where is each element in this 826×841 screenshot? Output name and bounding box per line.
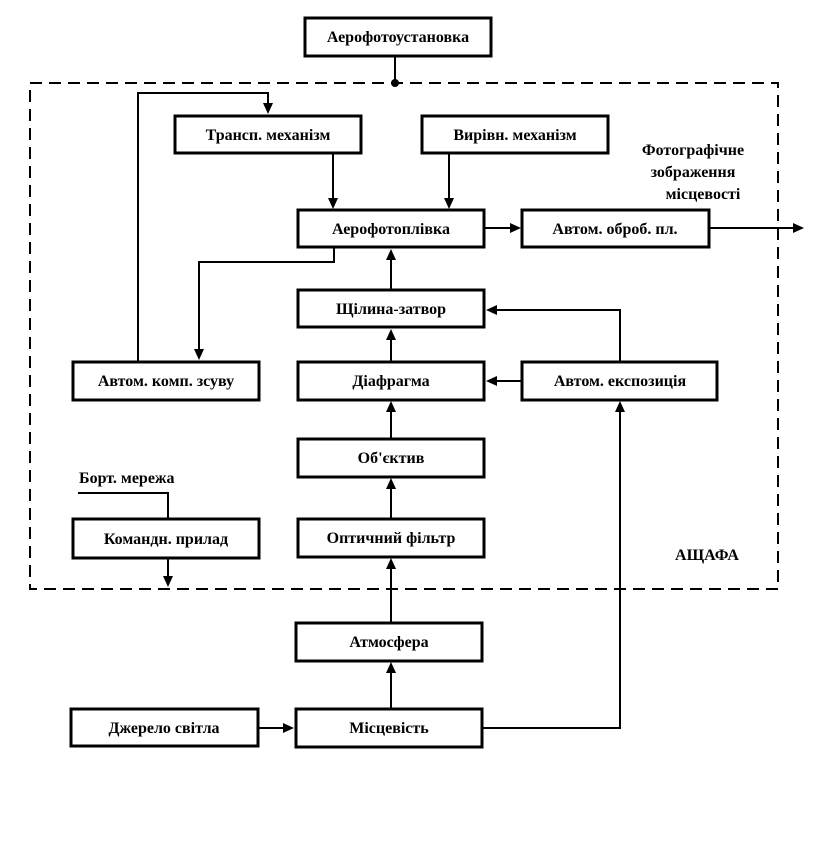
block-terrain: Місцевість bbox=[294, 707, 484, 749]
arrowhead bbox=[283, 723, 294, 733]
block-label: Аерофотоустановка bbox=[327, 29, 469, 46]
exposure-to-shutter-line bbox=[493, 309, 621, 362]
block-light-source: Джерело світла bbox=[69, 707, 260, 748]
arrowhead bbox=[486, 305, 497, 315]
block-label: Місцевість bbox=[349, 720, 429, 737]
arrowhead bbox=[386, 249, 396, 260]
arrowhead bbox=[163, 576, 173, 587]
arrowhead bbox=[386, 558, 396, 569]
block-label: Автом. оброб. пл. bbox=[552, 221, 677, 238]
output-label-line-3: місцевості bbox=[666, 186, 741, 203]
arrowhead bbox=[328, 198, 338, 209]
shift-comp-to-transport-line bbox=[137, 92, 269, 361]
junction-dot bbox=[391, 79, 399, 87]
terrain-to-exposure-line bbox=[482, 409, 621, 729]
block-auto-processing: Автом. оброб. пл. bbox=[520, 208, 711, 249]
block-label: Трансп. механізм bbox=[206, 127, 331, 144]
arrowhead bbox=[510, 223, 521, 233]
block-optical-filter: Оптичний фільтр bbox=[296, 517, 486, 559]
block-label: Оптичний фільтр bbox=[327, 530, 456, 547]
arrowhead bbox=[386, 401, 396, 412]
block-label: Автом. експозиція bbox=[554, 373, 687, 390]
arrowhead bbox=[615, 401, 625, 412]
block-label: Щілина-затвор bbox=[336, 301, 446, 318]
arrowhead bbox=[194, 349, 204, 360]
output-label-line-2: зображення bbox=[651, 164, 736, 181]
block-auto-exposure: Автом. експозиція bbox=[520, 360, 719, 402]
block-label: Діафрагма bbox=[352, 373, 429, 390]
arrowhead bbox=[793, 223, 804, 233]
block-command-device: Командн. прилад bbox=[71, 517, 261, 560]
block-transport-mechanism: Трансп. механізм bbox=[173, 114, 363, 155]
arrowheads bbox=[163, 103, 804, 733]
block-slit-shutter: Щілина-затвор bbox=[296, 288, 486, 329]
block-aerophoto-unit: Аерофотоустановка bbox=[303, 16, 493, 58]
arrowhead bbox=[386, 662, 396, 673]
block-shift-compensation: Автом. комп. зсуву bbox=[71, 360, 261, 402]
block-label: Автом. комп. зсуву bbox=[98, 373, 234, 390]
block-diaphragm: Діафрагма bbox=[296, 360, 486, 402]
block-lens: Об'єктив bbox=[296, 437, 486, 479]
block-label: Вирівн. механізм bbox=[453, 127, 576, 144]
film-to-shift-comp-line bbox=[198, 247, 335, 353]
arrowhead bbox=[386, 329, 396, 340]
block-label: Джерело світла bbox=[108, 720, 219, 737]
block-aerofilm: Аерофотоплівка bbox=[296, 208, 486, 249]
arrowhead bbox=[386, 478, 396, 489]
system-name-label: АЩАФА bbox=[675, 547, 739, 564]
block-label: Аерофотоплівка bbox=[332, 221, 450, 238]
arrowhead bbox=[263, 103, 273, 114]
block-label: Атмосфера bbox=[349, 634, 428, 651]
arrowhead bbox=[444, 198, 454, 209]
block-atmosphere: Атмосфера bbox=[294, 621, 484, 663]
block-label: Об'єктив bbox=[358, 450, 425, 467]
network-to-command-line bbox=[78, 492, 169, 519]
block-label: Командн. прилад bbox=[104, 531, 228, 548]
block-leveling-mechanism: Вирівн. механізм bbox=[420, 114, 610, 155]
output-label-line-1: Фотографічне bbox=[642, 142, 744, 159]
onboard-network-label: Борт. мережа bbox=[79, 470, 175, 487]
arrowhead bbox=[486, 376, 497, 386]
connections bbox=[78, 56, 796, 729]
